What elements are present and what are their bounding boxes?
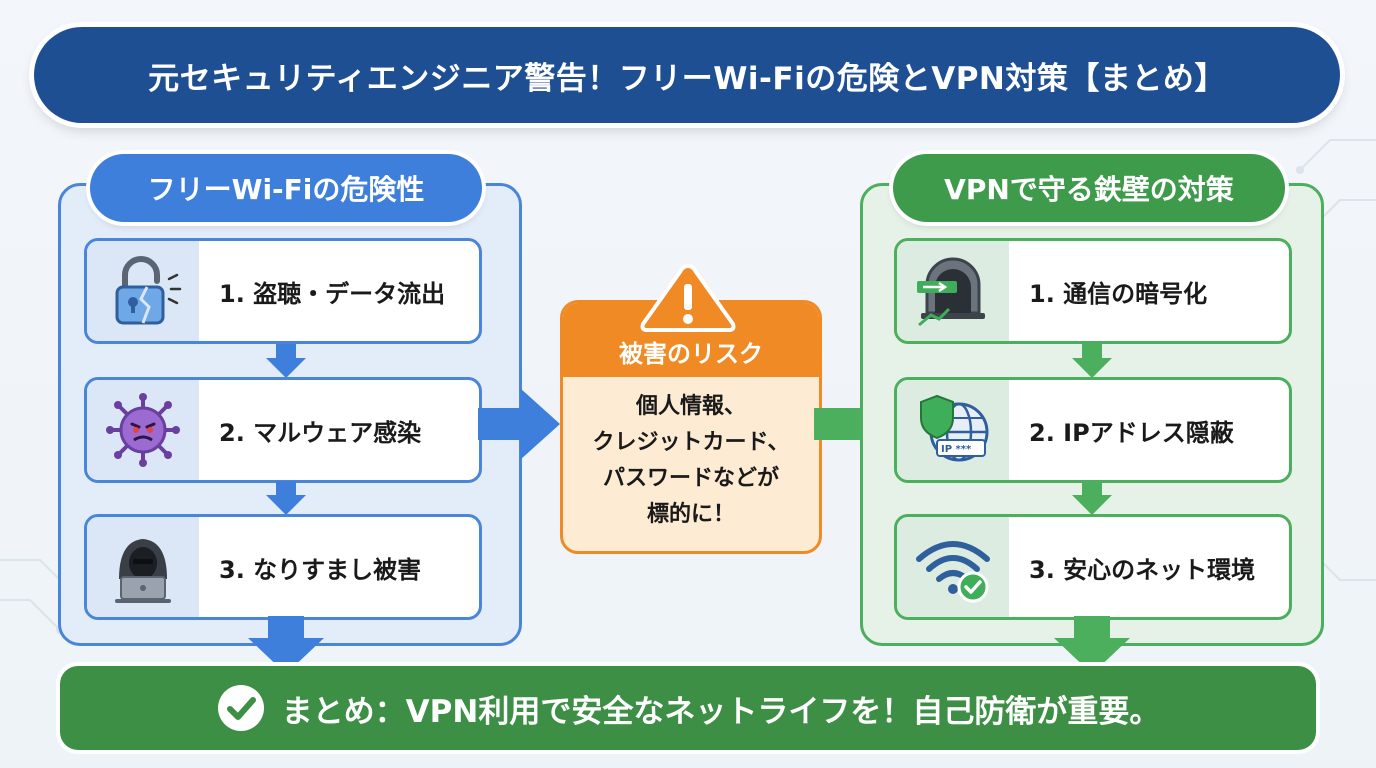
down-arrow-icon bbox=[1072, 481, 1112, 515]
risk-line: パスワードなどが bbox=[602, 466, 779, 491]
vpn-tunnel-icon bbox=[917, 257, 985, 327]
solution-item-ip-hiding: IP *** 2. IPアドレス隠蔽 bbox=[894, 377, 1292, 483]
wifi-check-icon bbox=[916, 541, 990, 603]
risk-line: 標的に！ bbox=[646, 502, 735, 527]
solution-item-label: 1. 通信の暗号化 bbox=[1029, 279, 1208, 308]
down-arrow-to-summary-icon bbox=[248, 616, 324, 674]
shield-globe-icon: IP *** bbox=[920, 394, 989, 462]
solution-item-label: 2. IPアドレス隠蔽 bbox=[1029, 418, 1234, 447]
danger-item-label: 1. 盗聴・データ流出 bbox=[219, 279, 446, 308]
danger-item-label: 3. なりすまし被害 bbox=[219, 555, 422, 584]
down-arrow-icon bbox=[266, 344, 306, 378]
solution-item-safe-network: 3. 安心のネット環境 bbox=[894, 514, 1292, 620]
broken-padlock-icon bbox=[115, 256, 182, 325]
down-arrow-to-summary-icon bbox=[1054, 616, 1130, 674]
solution-item-encryption: 1. 通信の暗号化 bbox=[894, 238, 1292, 344]
down-arrow-icon bbox=[1072, 344, 1112, 378]
danger-item-label: 2. マルウェア感染 bbox=[219, 418, 422, 447]
title-banner: 元セキュリティエンジニア警告！フリーWi-Fiの危険とVPN対策【まとめ】 bbox=[34, 27, 1340, 123]
solution-panel-heading: VPNで守る鉄壁の対策 bbox=[893, 154, 1285, 222]
summary-banner: まとめ：VPN利用で安全なネットライフを！自己防衛が重要。 bbox=[60, 666, 1316, 750]
danger-item-malware: 2. マルウェア感染 bbox=[84, 377, 482, 483]
summary-text: まとめ：VPN利用で安全なネットライフを！自己防衛が重要。 bbox=[281, 693, 1161, 730]
svg-text:IP ***: IP *** bbox=[941, 444, 972, 455]
warning-triangle-icon bbox=[640, 263, 736, 332]
virus-icon bbox=[106, 393, 180, 467]
danger-item-spoofing: 3. なりすまし被害 bbox=[84, 514, 482, 620]
solution-item-label: 3. 安心のネット環境 bbox=[1029, 555, 1256, 584]
risk-line: 個人情報、 bbox=[635, 394, 746, 419]
page-title: 元セキュリティエンジニア警告！フリーWi-Fiの危険とVPN対策【まとめ】 bbox=[148, 60, 1226, 97]
down-arrow-icon bbox=[266, 481, 306, 515]
right-arrow-to-risk-icon bbox=[478, 388, 560, 460]
danger-item-eavesdropping: 1. 盗聴・データ流出 bbox=[84, 238, 482, 344]
risk-line: クレジットカード、 bbox=[592, 430, 790, 455]
hacker-icon bbox=[115, 539, 171, 603]
risk-description: 個人情報、 クレジットカード、 パスワードなどが 標的に！ bbox=[563, 377, 819, 533]
check-circle-icon bbox=[217, 685, 264, 731]
risk-box: 被害のリスク 個人情報、 クレジットカード、 パスワードなどが 標的に！ bbox=[560, 300, 822, 554]
danger-panel-heading: フリーWi-Fiの危険性 bbox=[90, 154, 482, 222]
